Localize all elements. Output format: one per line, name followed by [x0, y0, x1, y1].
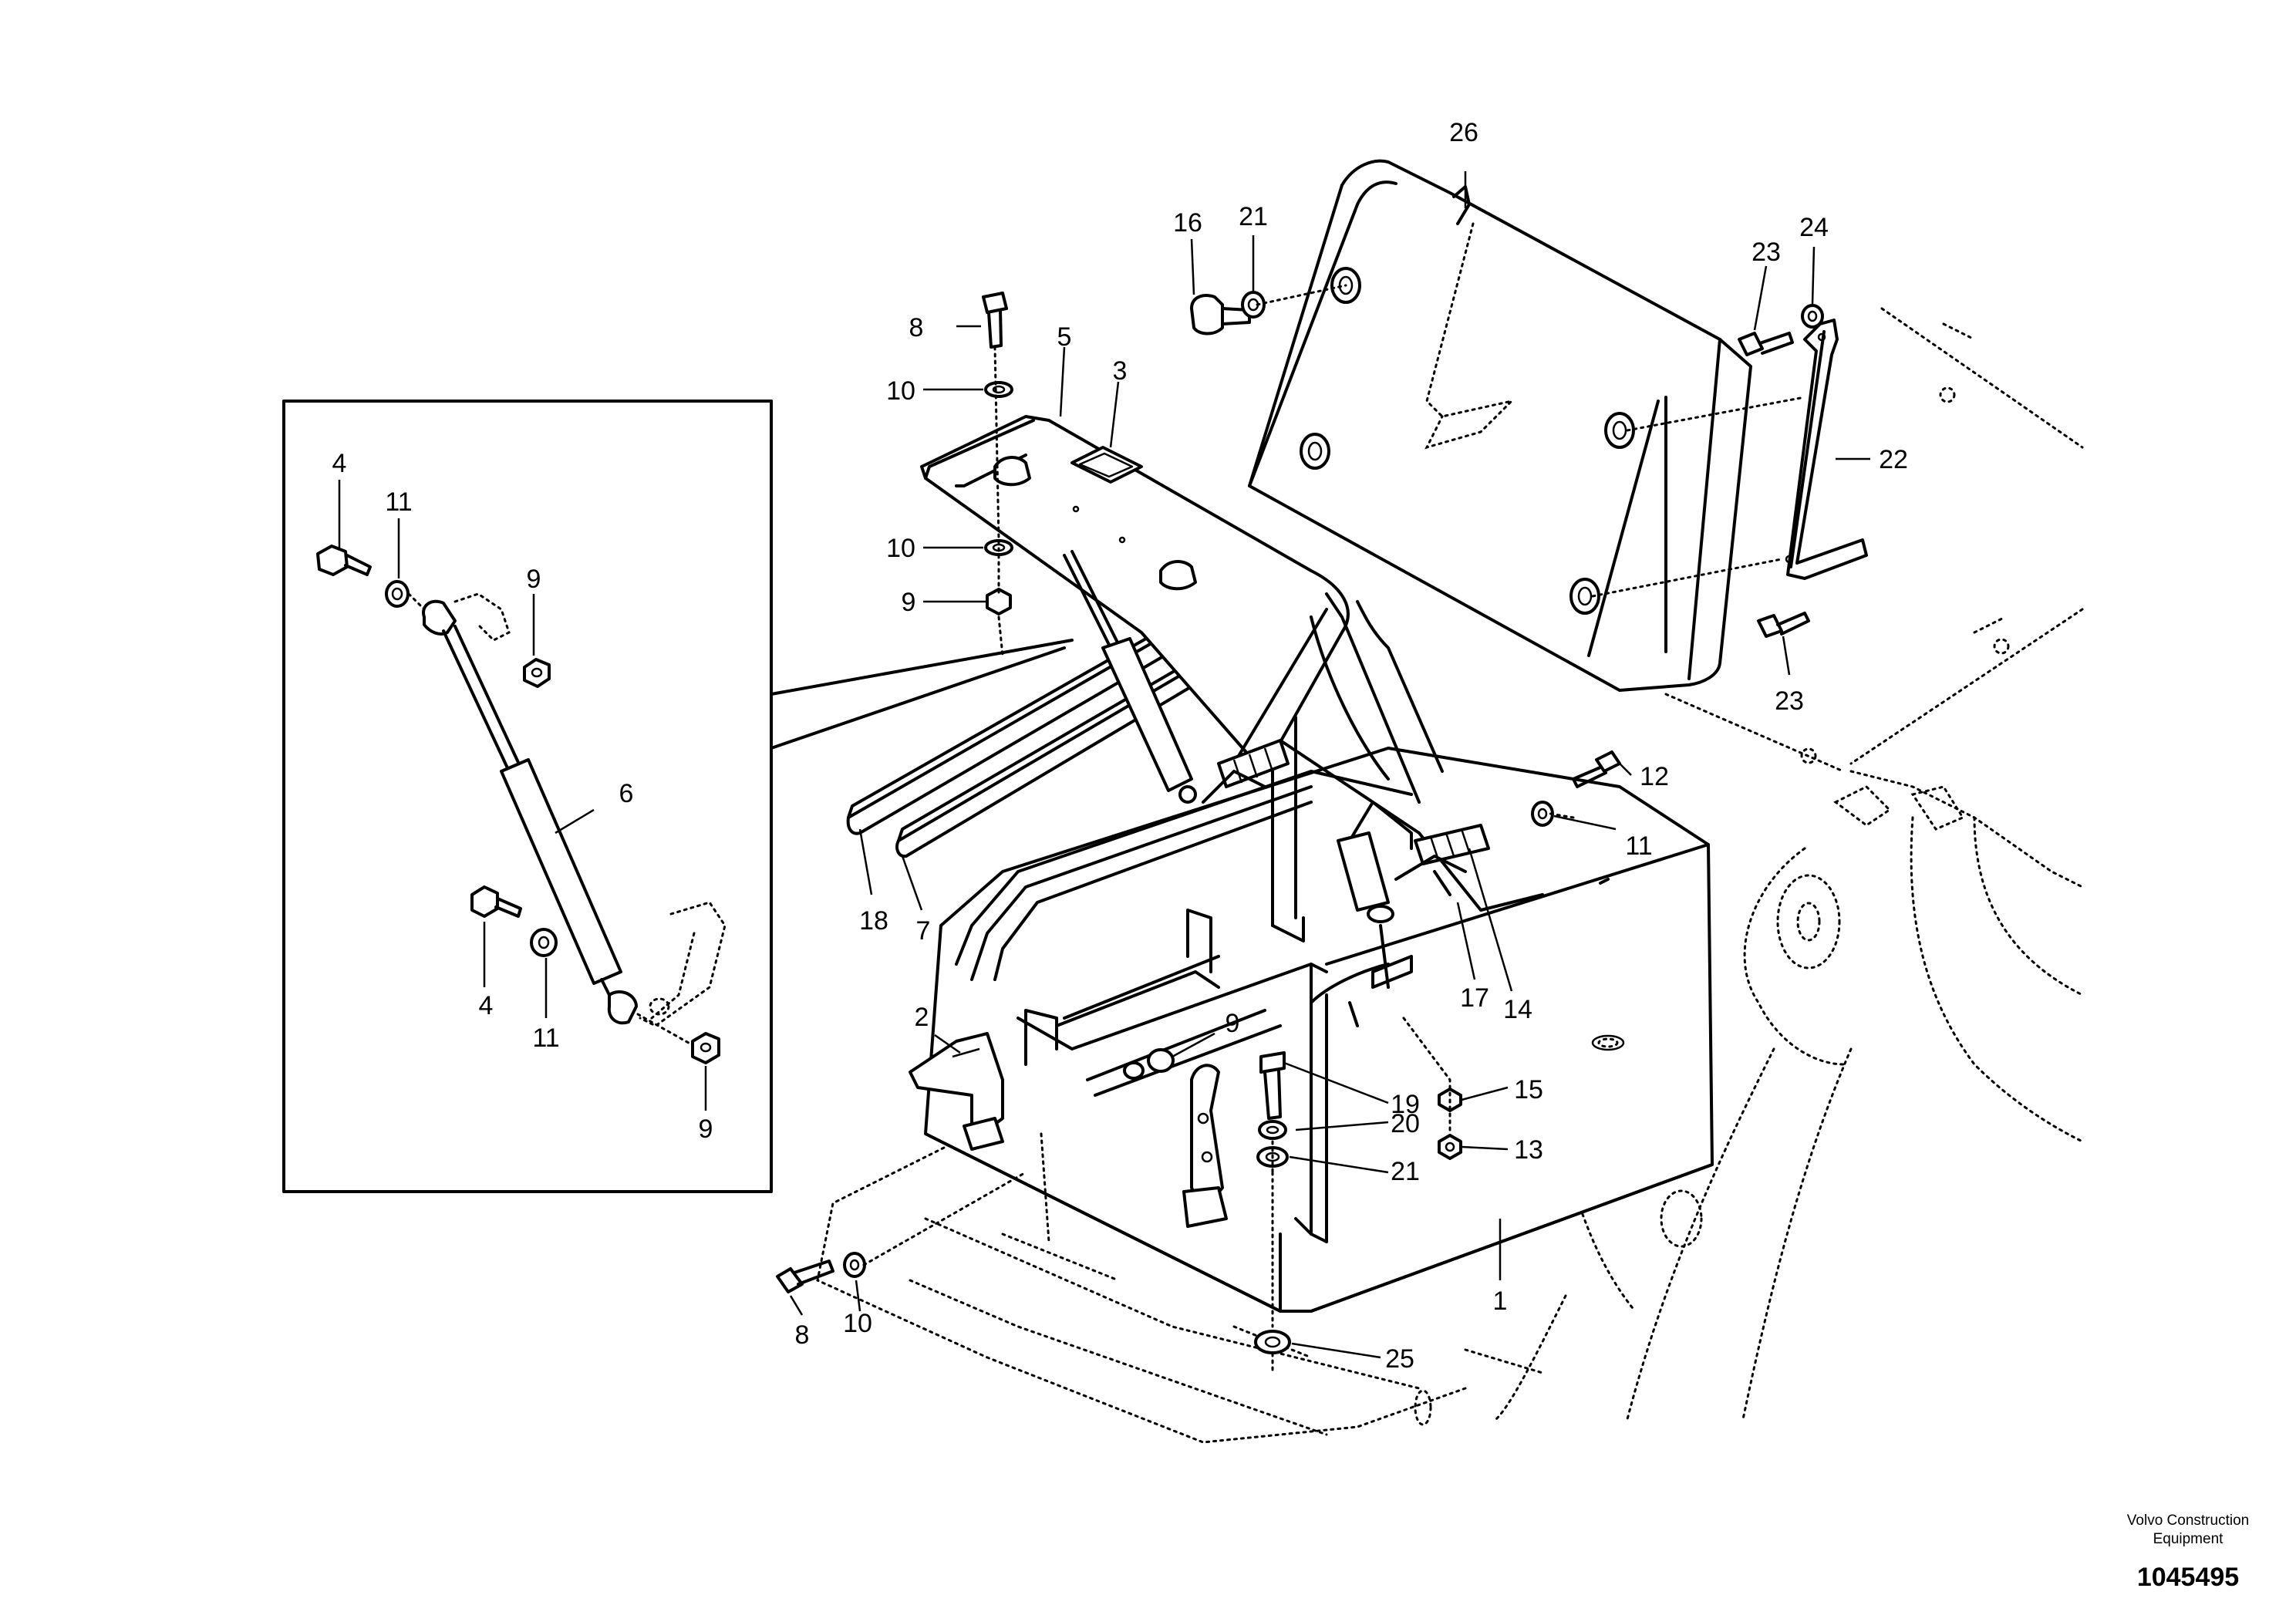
manufacturer-line-2: Equipment [2153, 1531, 2224, 1547]
callout-11-inset-bottom: 11 [532, 1023, 559, 1053]
washer-10-top [984, 381, 1013, 398]
callout-12: 12 [1640, 762, 1669, 791]
hinge-part-16 [1202, 739, 1490, 881]
callout-13: 13 [1514, 1135, 1543, 1165]
washer-10-bottom [843, 1252, 866, 1278]
callout-4-inset-bottom: 4 [479, 991, 494, 1020]
callout-21-bottom: 21 [1391, 1157, 1420, 1186]
machine-frame-outline [816, 307, 2084, 1444]
callout-26: 25 [1385, 1344, 1414, 1374]
callout-21-top: 21 [1239, 202, 1268, 231]
callout-16: 17 [1460, 983, 1489, 1013]
bolt-18 [1190, 294, 1251, 336]
fastener-19 [1259, 1051, 1286, 1120]
gas-strut-in-box [1063, 550, 1197, 804]
callout-23-top: 23 [1752, 238, 1781, 267]
top-cover-part-25 [1248, 159, 1752, 692]
nut-9-box [1123, 1048, 1175, 1080]
washer-20 [1258, 1120, 1287, 1140]
latch-right [1182, 1064, 1228, 1228]
callout-4-inset-top: 4 [332, 449, 347, 478]
bolt-23-top [1738, 332, 1794, 356]
callout-14: 14 [1503, 995, 1532, 1024]
washer-26 [1254, 1330, 1291, 1354]
callout-6: 6 [619, 779, 634, 808]
latch-part-2 [909, 1032, 1004, 1151]
callout-10-bottom: 10 [843, 1309, 872, 1338]
callout-10-top: 10 [886, 376, 915, 406]
callout-25: 26 [1449, 118, 1478, 147]
callout-23-bottom: 23 [1775, 686, 1804, 716]
storage-box-part-1 [924, 700, 1714, 1313]
callout-labels: 26 16 21 8 10 5 3 10 9 23 24 22 23 12 11… [332, 118, 1908, 1374]
leader-lines [338, 171, 1870, 1359]
washer-24 [1801, 304, 1824, 329]
footer-block: Volvo Construction Equipment 1045495 [2080, 1512, 2296, 1593]
callout-24: 24 [1799, 213, 1829, 242]
callout-11-box: 11 [1625, 831, 1652, 861]
callout-18: 16 [1173, 208, 1202, 238]
nut-13 [1438, 1134, 1462, 1160]
callout-11-inset-top: 11 [385, 487, 412, 517]
bolt-12 [1572, 750, 1621, 788]
callout-7: 7 [916, 916, 931, 946]
washer-21-top [1241, 291, 1266, 319]
bolt-8-top [982, 292, 1008, 349]
hinge-part-14 [1337, 831, 1451, 923]
bracket-part-22 [1785, 319, 1868, 580]
assembly-lines [862, 284, 1806, 1374]
callout-5: 5 [1057, 322, 1072, 352]
callout-22: 22 [1879, 445, 1908, 474]
callout-15: 15 [1514, 1075, 1543, 1104]
callout-9-inset-bottom: 9 [699, 1114, 713, 1144]
bolt-23-bottom [1757, 612, 1810, 638]
callout-8-bottom: 8 [795, 1320, 810, 1350]
callout-8-top: 8 [909, 313, 924, 342]
callout-20: 20 [1391, 1109, 1420, 1138]
callout-19: 19 [1391, 1090, 1420, 1119]
callout-2: 2 [915, 1003, 929, 1032]
manufacturer-line-1: Volvo Construction [2126, 1512, 2250, 1529]
callout-9-mid: 9 [902, 588, 916, 617]
callout-1: 1 [1493, 1286, 1508, 1316]
callout-10-mid: 10 [886, 534, 915, 563]
callout-3: 3 [1113, 356, 1128, 386]
callout-9-inset-top: 9 [527, 565, 541, 594]
callout-9-box: 9 [1226, 1009, 1240, 1038]
detail-inset [282, 400, 1074, 1193]
callout-17: 18 [859, 906, 888, 936]
bolt-8-bottom [776, 1259, 834, 1293]
document-number: 1045495 [2136, 1563, 2240, 1592]
seal-strip-part-17 [846, 631, 1166, 835]
